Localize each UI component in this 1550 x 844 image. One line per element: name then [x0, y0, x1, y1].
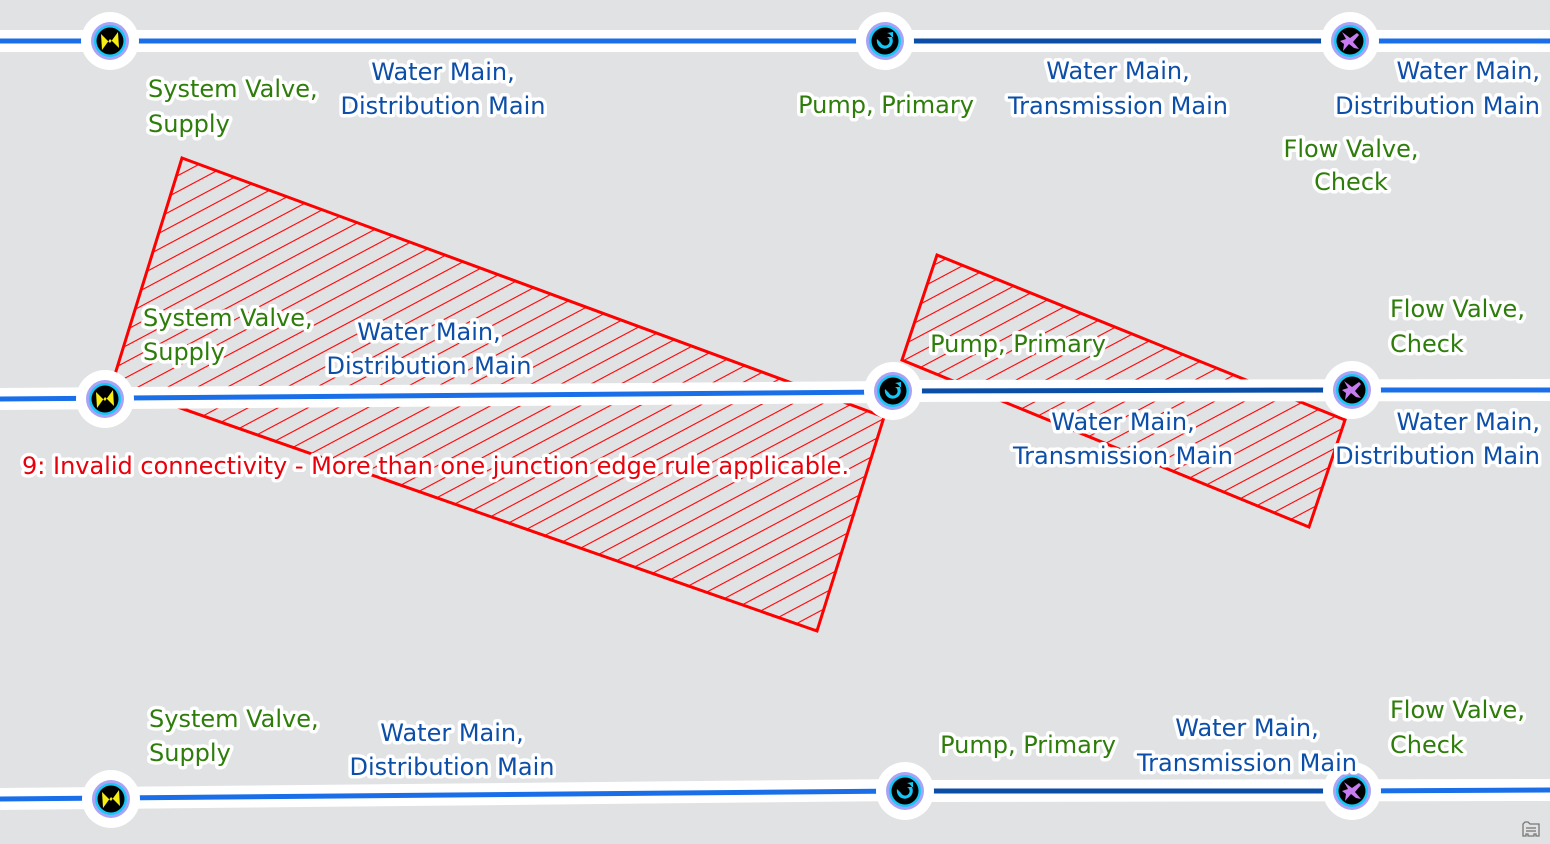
distribution-main-line[interactable]: [1351, 787, 1550, 794]
water-lines: [0, 30, 1550, 810]
label-system-valve: System Valve,: [148, 75, 318, 103]
label-distribution-main: Distribution Main: [327, 352, 532, 380]
label-distribution-main: Water Main,: [357, 318, 501, 346]
label-pump: Pump, Primary: [798, 91, 974, 119]
label-distribution-main: Distribution Main: [341, 92, 546, 120]
map-tips-icon[interactable]: [1520, 820, 1542, 838]
label-system-valve: Supply: [149, 739, 231, 767]
label-distribution-main: Distribution Main: [1335, 92, 1540, 120]
pump-icon[interactable]: [876, 762, 934, 820]
pump-icon[interactable]: [864, 362, 922, 420]
system-valve-icon[interactable]: [82, 770, 140, 828]
label-transmission-main: Transmission Main: [1136, 749, 1357, 777]
transmission-main-line[interactable]: [892, 387, 1353, 394]
label-flow-valve: Flow Valve,: [1284, 135, 1419, 163]
label-distribution-main: Water Main,: [1397, 408, 1541, 436]
label-distribution-main: Water Main,: [380, 719, 524, 747]
distribution-main-line[interactable]: [0, 389, 894, 402]
label-distribution-main: Distribution Main: [350, 753, 555, 781]
flow-valve-icon[interactable]: [1323, 361, 1381, 419]
label-transmission-main: Transmission Main: [1012, 442, 1233, 470]
system-valve-icon[interactable]: [76, 370, 134, 428]
label-pump: Pump, Primary: [940, 731, 1116, 759]
label-system-valve: Supply: [148, 110, 230, 138]
label-transmission-main: Water Main,: [1051, 408, 1195, 436]
label-distribution-main: Water Main,: [1397, 57, 1541, 85]
label-distribution-main: Water Main,: [371, 58, 515, 86]
label-system-valve: System Valve,: [143, 304, 313, 332]
label-transmission-main: Transmission Main: [1007, 92, 1228, 120]
error-message: 9: Invalid connectivity - More than one …: [22, 452, 849, 480]
distribution-main-line[interactable]: [0, 788, 906, 802]
label-system-valve: Supply: [143, 338, 225, 366]
label-flow-valve: Check: [1390, 330, 1464, 358]
label-flow-valve: Flow Valve,: [1390, 696, 1525, 724]
label-distribution-main: Distribution Main: [1335, 442, 1540, 470]
pump-icon[interactable]: [856, 12, 914, 70]
label-transmission-main: Water Main,: [1175, 714, 1319, 742]
label-system-valve: System Valve,: [149, 705, 319, 733]
label-pump: Pump, Primary: [930, 330, 1106, 358]
flow-valve-icon[interactable]: [1321, 12, 1379, 70]
label-flow-valve: Check: [1314, 168, 1388, 196]
label-flow-valve: Check: [1390, 731, 1464, 759]
label-flow-valve: Flow Valve,: [1390, 295, 1525, 323]
system-valve-icon[interactable]: [81, 12, 139, 70]
label-transmission-main: Water Main,: [1046, 57, 1190, 85]
